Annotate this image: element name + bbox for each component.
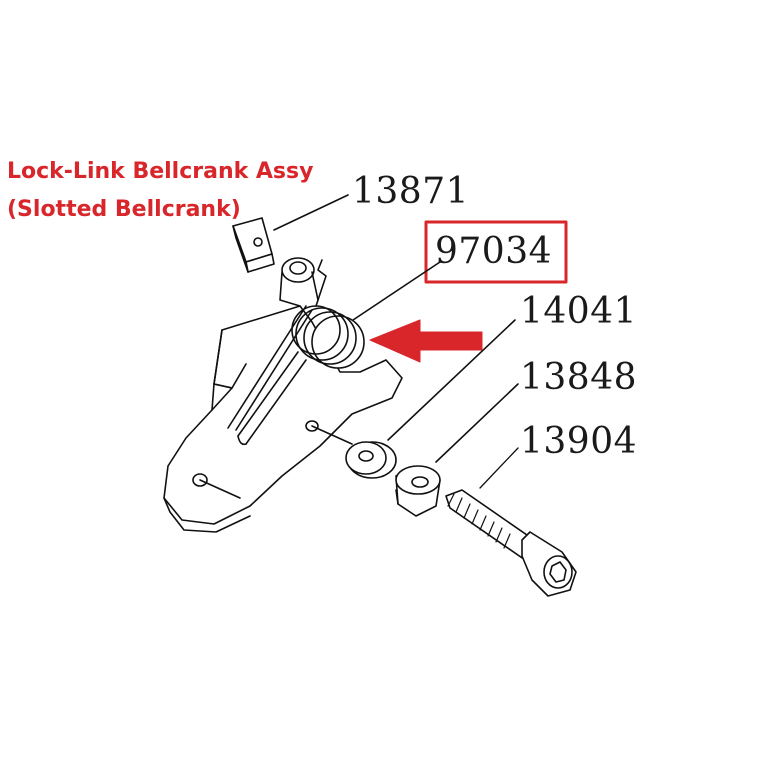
bushing-13848 bbox=[395, 465, 441, 517]
square-nut-13871 bbox=[232, 217, 275, 273]
leader-line-13871 bbox=[273, 194, 349, 231]
assembly-subtitle: (Slotted Bellcrank) bbox=[7, 197, 241, 222]
assembly-title: Lock-Link Bellcrank Assy bbox=[7, 159, 314, 184]
spring-97034 bbox=[227, 259, 365, 431]
part-label-13871: 13871 bbox=[352, 171, 470, 212]
washer-14041 bbox=[345, 441, 397, 479]
part-label-14041: 14041 bbox=[520, 291, 638, 332]
bellcrank-plate bbox=[163, 257, 403, 533]
leader-line-13904 bbox=[479, 447, 519, 489]
leader-line-97034 bbox=[337, 261, 441, 331]
pointer-arrow bbox=[369, 319, 483, 363]
bolt-13904 bbox=[445, 489, 577, 597]
leader-line-13848 bbox=[435, 383, 519, 463]
part-label-13848: 13848 bbox=[520, 357, 638, 398]
part-label-97034: 97034 bbox=[435, 231, 553, 272]
part-label-13904: 13904 bbox=[520, 421, 638, 462]
highlight-box bbox=[424, 220, 568, 284]
leader-line-14041 bbox=[387, 319, 516, 441]
